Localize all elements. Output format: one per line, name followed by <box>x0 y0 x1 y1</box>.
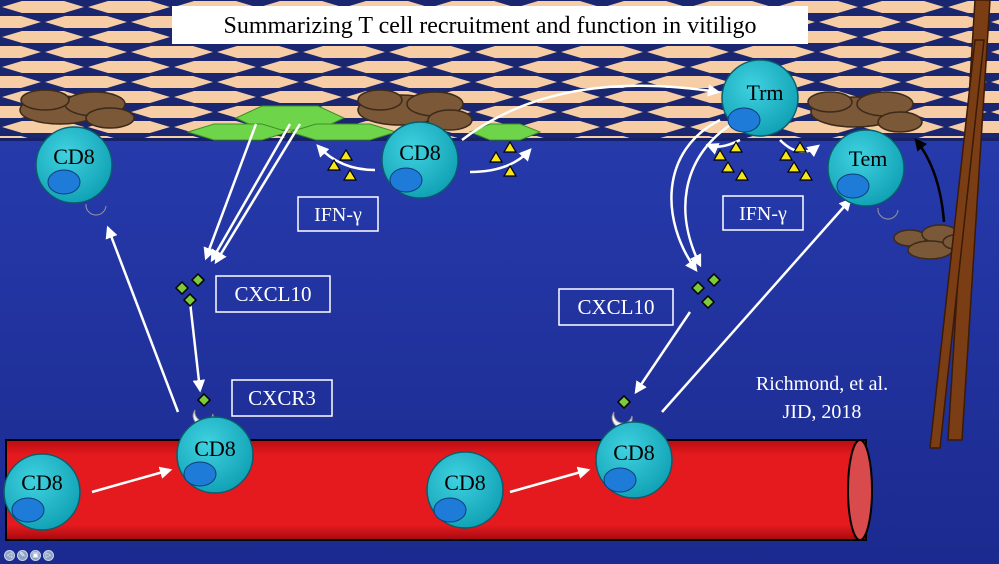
cell-tem: Tem <box>827 129 905 207</box>
cxcl10-diamonds <box>174 272 722 410</box>
label-ifn-right: IFN-γ <box>722 195 804 231</box>
slide-toolbar: ◁ ✎ ▣ ▷ <box>4 550 54 561</box>
arrow-cd8-trm <box>461 84 721 141</box>
cell-label-cd8-vessel-right: CD8 <box>613 440 655 465</box>
label-cxcl10-right: CXCL10 <box>558 288 674 326</box>
cell-label-cd8-vessel-left: CD8 <box>21 470 63 495</box>
arrow-kerat-1 <box>203 123 258 261</box>
melanocyte-left <box>19 89 135 129</box>
green-keratinocytes <box>186 105 542 141</box>
citation-line-1: Richmond, et al. <box>756 373 888 395</box>
svg-text:CXCL10: CXCL10 <box>577 295 654 319</box>
receptor-tem <box>877 207 899 220</box>
arrow-cxcl10-right-down <box>634 311 692 395</box>
title-box <box>172 6 808 44</box>
hair-shaft <box>929 0 991 449</box>
cell-cd8-skin-left: CD8 <box>35 126 113 204</box>
svg-text:CXCL10: CXCL10 <box>234 282 311 306</box>
label-cxcl10-left: CXCL10 <box>215 275 331 313</box>
diagram-title: Summarizing T cell recruitment and funct… <box>223 13 756 39</box>
ifn-triangles <box>326 140 814 181</box>
arrow-ifn-right <box>469 148 532 174</box>
arrow-kerat-3 <box>214 123 302 265</box>
label-ifn-left: IFN-γ <box>297 196 379 232</box>
arrow-vessel-mid <box>509 466 591 494</box>
cell-cd8-vessel-mid2: CD8 <box>426 451 504 529</box>
arrow-extravasate-left <box>105 225 180 413</box>
svg-text:CXCR3: CXCR3 <box>248 386 316 410</box>
arrow-extravasate-right <box>661 198 852 413</box>
arrow-tem-melanocyte <box>914 138 946 223</box>
slide-menu-button[interactable]: ▣ <box>30 550 41 561</box>
prev-slide-button[interactable]: ◁ <box>4 550 15 561</box>
arrow-kerat-2 <box>210 123 292 263</box>
cell-label-cd8-vessel-mid2: CD8 <box>444 470 486 495</box>
cell-trm: Trm <box>721 59 799 137</box>
cell-label-cd8-vessel-mid: CD8 <box>194 436 236 461</box>
arrow-cxcl10-cxcr3 <box>188 301 206 393</box>
svg-text:IFN-γ: IFN-γ <box>314 204 362 226</box>
arrow-vessel-left <box>91 466 173 494</box>
citation-line-2: JID, 2018 <box>783 401 862 423</box>
melanocyte-right <box>807 91 923 133</box>
cell-label-cd8-skin-mid: CD8 <box>399 140 441 165</box>
melanocyte-middle <box>357 89 473 131</box>
cell-cd8-vessel-right: CD8 <box>595 421 673 499</box>
arrows <box>91 84 852 494</box>
svg-text:IFN-γ: IFN-γ <box>739 203 787 225</box>
arrow-trm-cxcl10-a <box>670 118 721 273</box>
next-slide-button[interactable]: ▷ <box>43 550 54 561</box>
arrow-trm-cxcl10-b <box>684 123 731 268</box>
arrow-trm-ifn-left <box>705 138 741 155</box>
arrow-ifn-left <box>316 144 376 172</box>
cell-label-cd8-skin-left: CD8 <box>53 144 95 169</box>
cell-cd8-vessel-left: CD8 <box>3 453 81 531</box>
cell-cd8-vessel-mid: CD8 <box>176 416 254 494</box>
label-cxcr3: CXCR3 <box>231 379 333 417</box>
cell-cd8-skin-mid: CD8 <box>381 121 459 199</box>
cell-label-tem: Tem <box>849 146 888 171</box>
pen-tool-button[interactable]: ✎ <box>17 550 28 561</box>
cell-label-trm: Trm <box>746 80 783 105</box>
receptor-skin-left <box>85 203 107 216</box>
